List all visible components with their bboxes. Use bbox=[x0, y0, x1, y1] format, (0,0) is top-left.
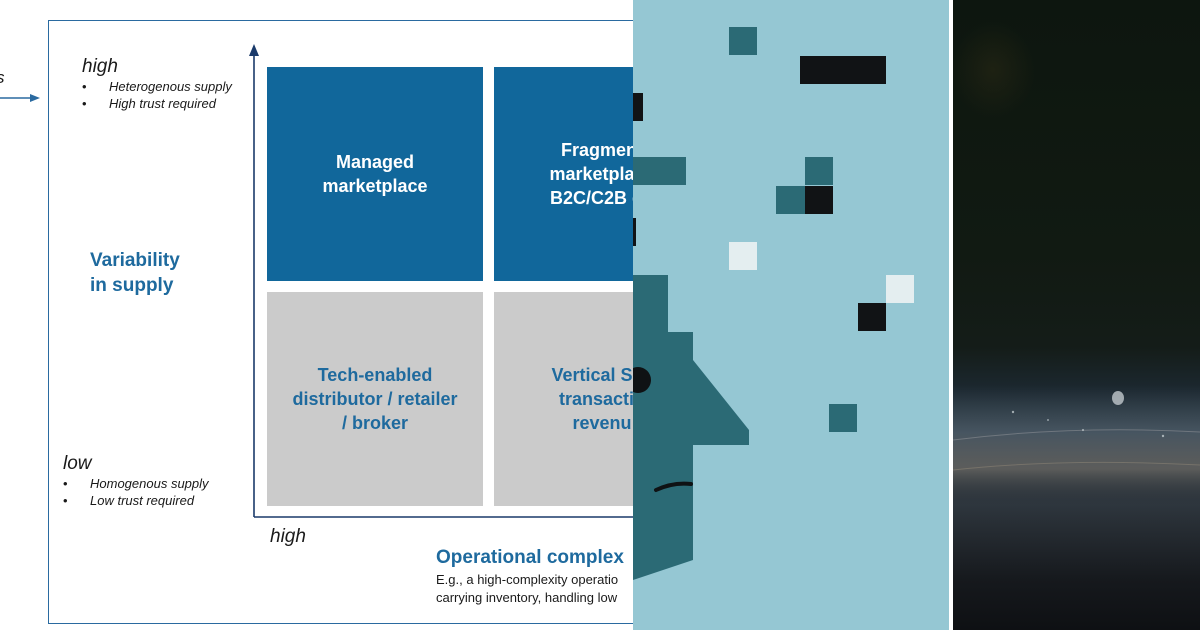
panel-divider bbox=[949, 0, 953, 630]
cell-text-line: distributor / retailer bbox=[292, 389, 458, 409]
y-axis-arrow-icon bbox=[249, 44, 259, 56]
y-axis-title-line: Variability bbox=[90, 250, 180, 271]
x-desc-line: E.g., a high-complexity operatio bbox=[436, 572, 619, 587]
photo-scene bbox=[953, 385, 1200, 505]
cell-text-line: Tech-enabled bbox=[317, 365, 433, 385]
pixel-square bbox=[805, 186, 833, 214]
pixel-square bbox=[886, 275, 914, 303]
matrix-axes bbox=[249, 44, 633, 518]
pixel-bar bbox=[633, 157, 686, 185]
pixel-square bbox=[633, 218, 636, 246]
y-high-label: high bbox=[82, 56, 118, 77]
y-high-bullet: High trust required bbox=[82, 95, 232, 112]
cell-tech-enabled-distributor: Tech-enabled distributor / retailer / br… bbox=[267, 292, 483, 506]
cell-text-line: Vertical Saa bbox=[551, 365, 633, 385]
pixel-square bbox=[805, 157, 833, 185]
y-high-bullets: Heterogenous supply High trust required bbox=[82, 78, 232, 112]
y-low-bullet: Homogenous supply bbox=[63, 475, 209, 492]
y-low-bullets: Homogenous supply Low trust required bbox=[63, 475, 209, 509]
cell-text-line: Managed bbox=[335, 152, 414, 172]
cell-text-line: transactio bbox=[558, 389, 633, 409]
x-axis-description: E.g., a high-complexity operatio carryin… bbox=[436, 571, 618, 607]
cell-text-line: revenu bbox=[572, 413, 632, 433]
pixel-square bbox=[729, 242, 757, 270]
x-axis-title: Operational complex bbox=[436, 547, 624, 568]
water-droplet-icon bbox=[1112, 391, 1124, 405]
cell-text-line: Fragment bbox=[560, 140, 633, 160]
cell-fragmented-marketplace: Fragment marketplace B2C/C2B qu bbox=[494, 67, 633, 281]
matrix-frame bbox=[48, 20, 633, 624]
arrow-in-label: s bbox=[0, 68, 5, 88]
y-low-bullet: Low trust required bbox=[63, 492, 209, 509]
pixel-bar bbox=[800, 56, 886, 84]
eye-icon bbox=[633, 367, 651, 393]
pixelated-head-icon bbox=[633, 27, 914, 580]
y-low-label: low bbox=[63, 453, 92, 474]
dark-water-droplet-photo bbox=[953, 0, 1200, 630]
pixel-square bbox=[829, 404, 857, 432]
illustration-panel bbox=[633, 0, 949, 630]
pixel-square bbox=[858, 303, 886, 331]
y-axis-title: Variability in supply bbox=[90, 248, 230, 298]
cell-text-line: / broker bbox=[341, 413, 408, 433]
cell-text-line: B2C/C2B qu bbox=[549, 188, 633, 208]
cell-text-line: marketplace bbox=[322, 176, 428, 196]
matrix-panel: s high Heterogenous supply High trust re… bbox=[0, 0, 633, 630]
pixel-square bbox=[729, 27, 757, 55]
mouth-icon bbox=[654, 481, 693, 492]
cell-vertical-saas: Vertical Saa transactio revenu bbox=[494, 292, 633, 506]
y-axis-title-line: in supply bbox=[90, 275, 174, 296]
wet-surface bbox=[953, 385, 1200, 505]
y-high-bullet: Heterogenous supply bbox=[82, 78, 232, 95]
cell-managed-marketplace: Managed marketplace bbox=[267, 67, 483, 281]
cell-text-line: marketplace bbox=[549, 164, 633, 184]
pixel-square bbox=[633, 93, 643, 121]
x-desc-line: carrying inventory, handling low bbox=[436, 590, 618, 605]
x-high-label: high bbox=[270, 526, 306, 547]
pixel-square bbox=[776, 186, 805, 214]
incoming-arrow-icon bbox=[0, 94, 40, 102]
head-silhouette bbox=[633, 275, 749, 580]
